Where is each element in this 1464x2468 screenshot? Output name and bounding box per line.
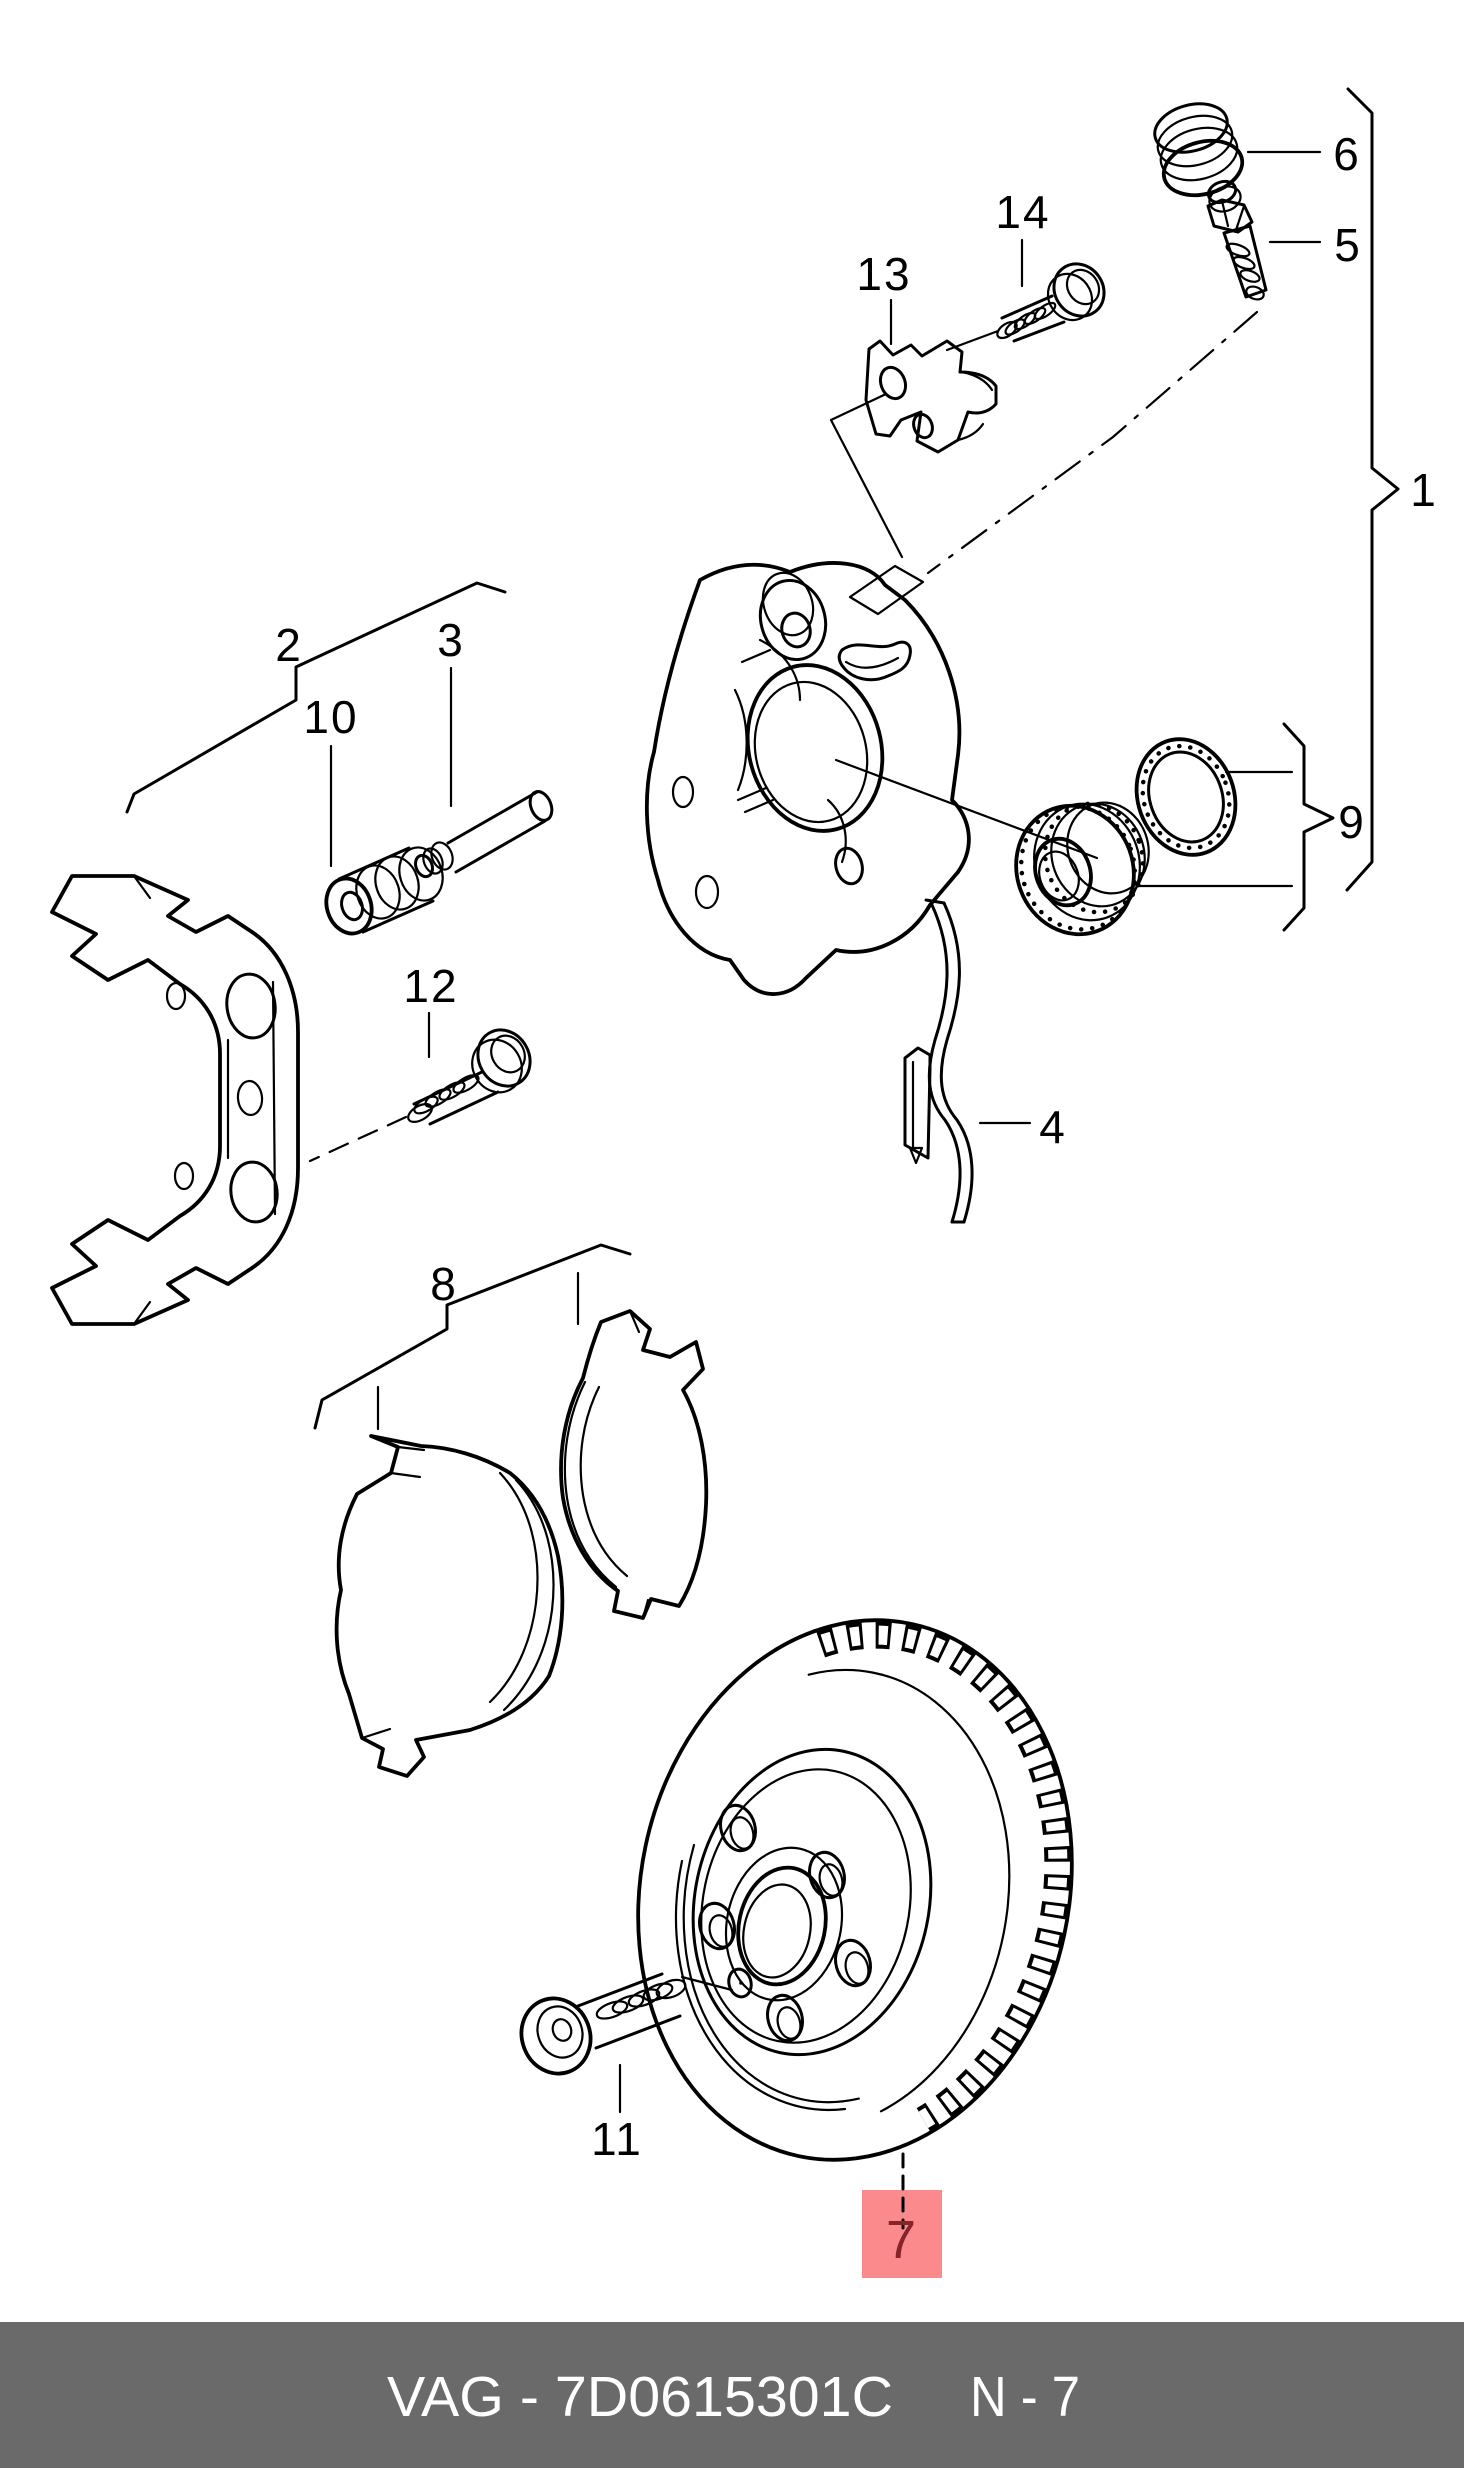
leader-13-long (829, 392, 904, 559)
disc-screw-drawing: 11 (519, 1972, 734, 2165)
leader-14-tip (945, 329, 1000, 352)
callout-5: 5 (1334, 219, 1362, 271)
callout-13: 13 (856, 248, 911, 300)
caliper-carrier-drawing (50, 874, 300, 1326)
footer-page-ref: N - 7 (970, 2365, 1080, 2429)
retainer-bracket-drawing: 13 (829, 248, 998, 559)
bracket-bolt-drawing: 14 (945, 186, 1106, 352)
bracket-1-line (1345, 87, 1400, 892)
bracket-2-line (125, 581, 507, 814)
callout-group-7: 7 (862, 2152, 942, 2278)
centerline-12 (308, 1115, 408, 1163)
footer-bar: VAG - 7D0615301C N - 7 (0, 2322, 1464, 2468)
footer-part-number: VAG - 7D0615301C (387, 2365, 893, 2429)
brake-pads-drawing: 8 (313, 1243, 709, 1778)
callout-8: 8 (430, 1258, 458, 1310)
guide-bushing-drawing (324, 846, 444, 936)
callout-9: 9 (1338, 796, 1366, 848)
wheel-bearing-housing-drawing (644, 561, 1099, 996)
dust-cap-drawing: 6 (1153, 102, 1361, 198)
callout-group-2-3-10: 2 3 10 (125, 581, 507, 868)
carrier-bolt-drawing: 12 (308, 960, 532, 1163)
spring-clip-drawing: 4 (903, 898, 1067, 1224)
leader-11-tip (680, 1975, 734, 1992)
bracket-8-line (313, 1243, 632, 1430)
bearing-and-ring-drawing: 9 (1014, 722, 1366, 937)
callout-group-1: 1 (1345, 87, 1438, 892)
guide-pin-drawing (414, 790, 554, 879)
callout-6: 6 (1333, 128, 1361, 180)
callout-4: 4 (1039, 1101, 1067, 1153)
lug-holes (698, 1803, 872, 2043)
callout-2: 2 (275, 619, 303, 671)
callout-10: 10 (303, 691, 358, 743)
brace-9 (1282, 722, 1335, 932)
callout-1: 1 (1410, 464, 1438, 516)
brake-disc-drawing (636, 1618, 1074, 2162)
leader-hub-bearing (834, 758, 1099, 860)
callout-3: 3 (437, 614, 465, 666)
callout-14: 14 (995, 186, 1050, 238)
callout-11: 11 (591, 2113, 643, 2165)
centerline-bleeder (926, 310, 1259, 575)
callout-12: 12 (403, 960, 458, 1012)
callout-7-selected[interactable]: 7 (886, 2210, 916, 2270)
footer-background (0, 2322, 1464, 2468)
bleeder-valve-drawing: 5 (926, 179, 1362, 575)
